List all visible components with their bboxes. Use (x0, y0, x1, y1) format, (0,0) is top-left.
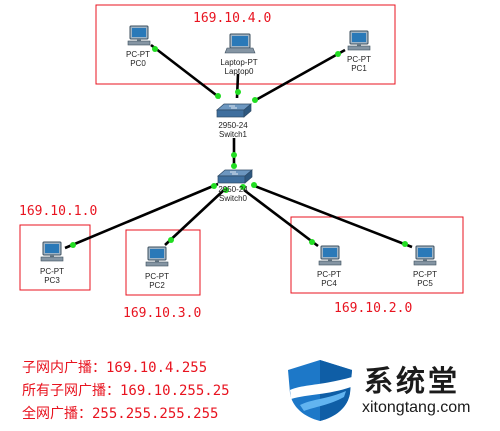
device-switch1[interactable]: 2950-24 Switch1 (216, 103, 252, 139)
port-indicators (70, 46, 408, 248)
device-model: PC-PT (317, 270, 341, 279)
device-name: PC4 (321, 279, 337, 288)
link-switch0-pc2 (164, 189, 225, 246)
device-name: PC3 (44, 276, 60, 285)
pc-icon (413, 245, 437, 266)
device-name: PC5 (417, 279, 433, 288)
device-switch0[interactable]: 2950-24 Switch0 (217, 169, 253, 203)
watermark: 系统堂 xitongtang.com (280, 354, 497, 425)
subnet-label-middle: 169.10.3.0 (123, 306, 201, 321)
port-dot (231, 163, 237, 169)
link-switch0-pc4 (243, 188, 319, 248)
device-name: PC1 (351, 64, 367, 73)
link-switch0-pc5 (251, 183, 413, 249)
device-name: PC2 (149, 281, 165, 290)
laptop-icon (224, 33, 256, 54)
device-model: PC-PT (413, 270, 437, 279)
port-dot (211, 183, 217, 189)
pc-icon (127, 25, 151, 46)
device-pc1[interactable]: PC-PT PC1 (347, 30, 371, 73)
watermark-url: xitongtang.com (362, 399, 471, 416)
shield-logo-icon (288, 360, 352, 421)
device-name: Laptop0 (225, 67, 254, 76)
link-pc1-switch1 (253, 48, 346, 103)
port-dot (309, 239, 315, 245)
port-dot (152, 46, 158, 52)
subnet-box-middle (125, 229, 201, 296)
subnet-label-right: 169.10.2.0 (334, 301, 412, 316)
switch-icon (216, 103, 252, 118)
device-model: 2950-24 (218, 185, 248, 194)
port-dot (168, 237, 174, 243)
pc-icon (347, 30, 371, 51)
port-dot (70, 242, 76, 248)
link-switch0-pc3 (64, 182, 219, 250)
device-model: PC-PT (126, 50, 150, 59)
watermark-title: 系统堂 (364, 364, 461, 398)
subnet-box-right (290, 216, 464, 294)
broadcast-all-subnets-line: 所有子网广播：169.10.255.25 (22, 383, 230, 399)
subnet-box-left (19, 224, 91, 291)
device-pc0[interactable]: PC-PT PC0 (126, 25, 151, 68)
port-dot (223, 187, 229, 193)
pc-icon (40, 241, 64, 262)
link-pc0-switch1 (150, 43, 221, 100)
pc-icon (318, 245, 342, 266)
switch-icon (217, 169, 253, 184)
port-dot (252, 97, 258, 103)
device-model: PC-PT (40, 267, 64, 276)
port-dot (240, 184, 246, 190)
port-dot (251, 182, 257, 188)
port-dot (335, 51, 341, 57)
device-model: Laptop-PT (220, 58, 257, 67)
device-model: PC-PT (347, 55, 371, 64)
device-laptop0[interactable]: Laptop-PT Laptop0 (220, 33, 258, 76)
device-pc3[interactable]: PC-PT PC3 (40, 241, 64, 285)
port-dot (231, 152, 237, 158)
device-name: Switch1 (219, 130, 248, 139)
subnet-label-top: 169.10.4.0 (193, 11, 271, 26)
broadcast-network-line: 全网广播：255.255.255.255 (22, 406, 219, 422)
port-dot (402, 241, 408, 247)
port-dot (215, 93, 221, 99)
subnet-box-top (95, 4, 396, 85)
device-name: Switch0 (219, 194, 248, 203)
device-model: 2950-24 (218, 121, 248, 130)
subnet-label-left: 169.10.1.0 (19, 204, 97, 219)
port-dot (235, 89, 241, 95)
device-model: PC-PT (145, 272, 169, 281)
device-pc2[interactable]: PC-PT PC2 (145, 246, 169, 290)
pc-icon (145, 246, 169, 267)
device-name: PC0 (130, 59, 146, 68)
device-pc5[interactable]: PC-PT PC5 (413, 245, 437, 288)
device-pc4[interactable]: PC-PT PC4 (317, 245, 342, 288)
broadcast-subnet-line: 子网内广播：169.10.4.255 (22, 360, 208, 376)
